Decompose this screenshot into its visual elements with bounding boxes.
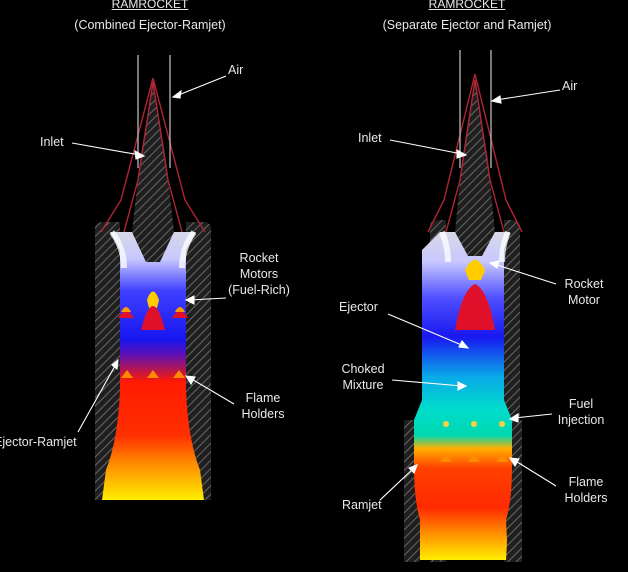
left-subtitle: (Combined Ejector-Ramjet) <box>74 18 226 32</box>
left-label-inlet: Inlet <box>40 135 64 149</box>
left-label-air: Air <box>228 63 244 77</box>
right-engine <box>404 50 523 562</box>
leader-lines <box>71 75 561 501</box>
left-flow-channel <box>102 232 204 500</box>
left-center-body <box>132 80 174 262</box>
right-title: RAMROCKET <box>428 0 506 11</box>
right-flow-channel <box>414 232 512 560</box>
right-label-air: Air <box>562 79 578 93</box>
right-label-fuel-injection: Fuel Injection <box>557 397 605 427</box>
right-flame-holders <box>440 452 508 462</box>
left-label-ejector-ramjet: Ejector-Ramjet <box>0 435 77 449</box>
left-inlet-outline <box>100 77 206 233</box>
right-label-inlet: Inlet <box>358 131 382 145</box>
right-label-rocket-motor: Rocket Motor <box>564 277 604 307</box>
right-subtitle: (Separate Ejector and Ramjet) <box>382 18 552 32</box>
left-rocket-motors <box>118 291 188 330</box>
right-inlet-outline <box>427 73 523 233</box>
right-label-ramjet: Ramjet <box>342 498 382 512</box>
left-flame-holders <box>121 370 185 378</box>
right-center-body <box>455 76 495 256</box>
left-label-flame-holders: Flame Holders <box>241 391 285 421</box>
left-label-rocket-motors: Rocket Motors (Fuel-Rich) <box>228 251 290 297</box>
right-fuel-injectors <box>443 421 505 427</box>
right-label-flame-holders: Flame Holders <box>564 475 608 505</box>
right-label-choked-mixture: Choked Mixture <box>341 362 385 392</box>
left-title: RAMROCKET <box>111 0 189 11</box>
right-rocket-motor <box>455 260 495 330</box>
right-label-ejector: Ejector <box>339 300 378 314</box>
left-engine <box>95 55 211 500</box>
